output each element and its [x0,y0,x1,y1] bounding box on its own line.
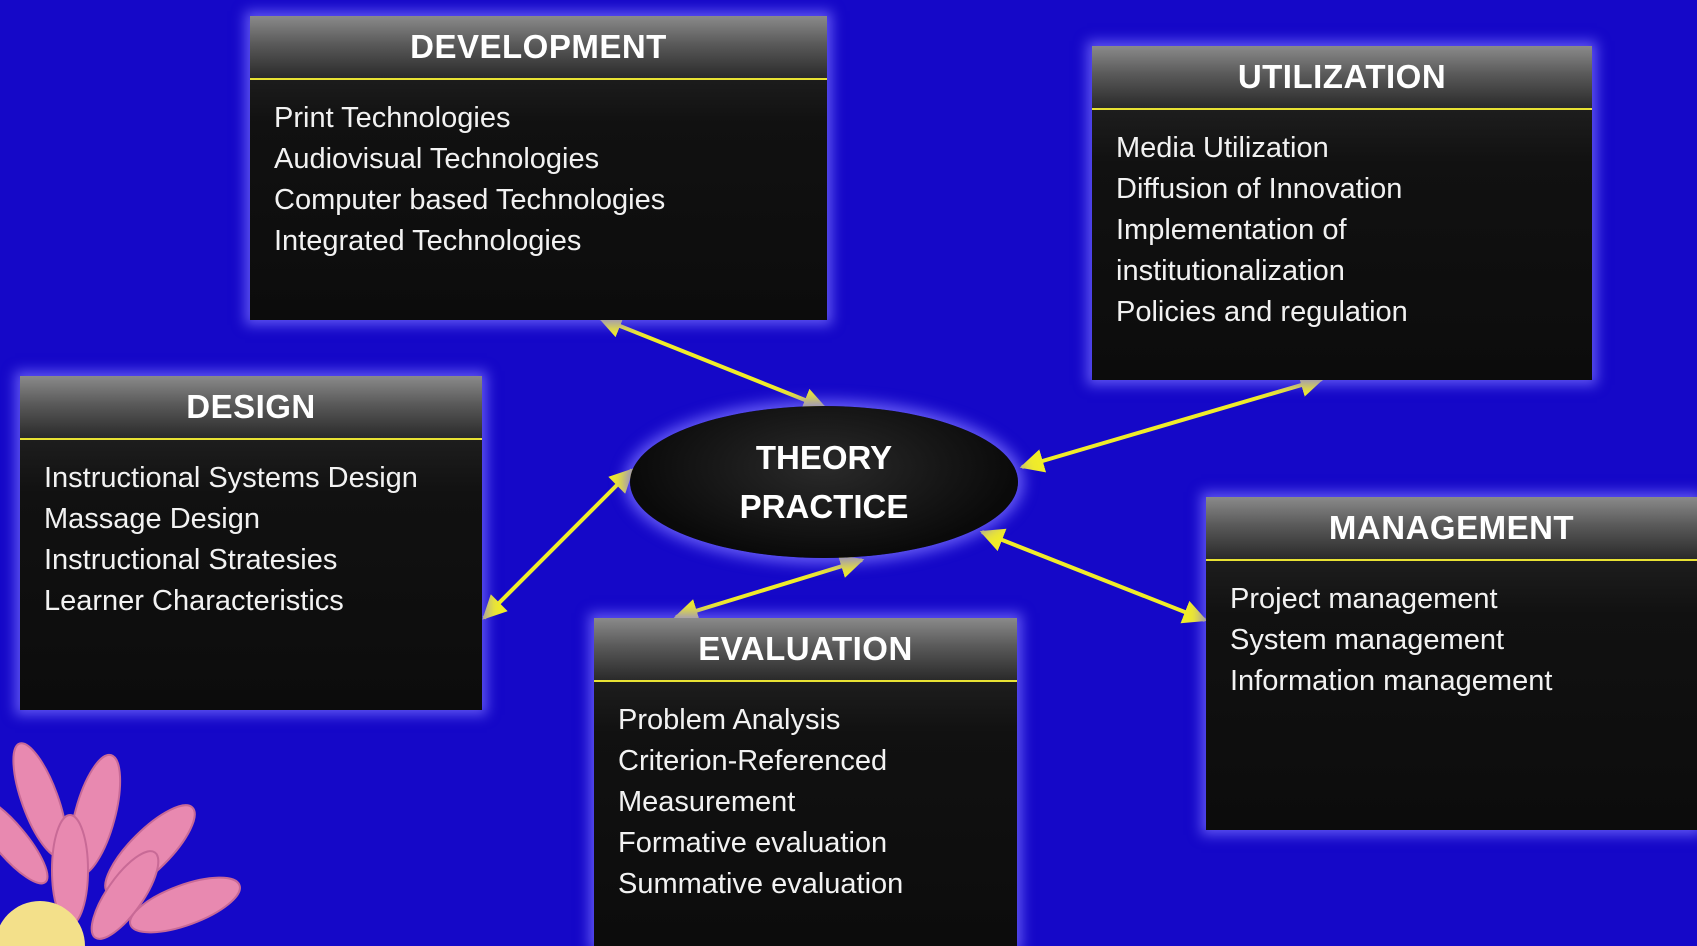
list-item: Criterion-Referenced [618,745,888,777]
list-item: Instructional Stratesies [44,544,338,576]
list-item: System management [1230,624,1505,656]
list-item: Integrated Technologies [274,225,582,257]
list-item: Implementation of [1116,214,1347,246]
arrow-evaluation [673,554,865,623]
list-item: Information management [1230,665,1553,697]
list-item: Massage Design [44,503,260,535]
center-line-1: THEORY [755,439,893,476]
list-item: Diffusion of Innovation [1116,173,1403,205]
arrow-management [979,528,1208,624]
flower-decoration [0,742,241,946]
list-item: Problem Analysis [618,704,841,736]
utilization-box: UTILIZATION Media Utilization Diffusion … [1092,46,1592,380]
arrow-utilization [1019,373,1325,473]
list-item: institutionalization [1116,255,1345,287]
list-item: Project management [1230,583,1498,615]
list-item: Audiovisual Technologies [274,143,600,175]
list-item: Summative evaluation [618,868,904,900]
list-item: Learner Characteristics [44,585,344,617]
management-box: MANAGEMENT Project management System man… [1206,497,1697,830]
list-item: Formative evaluation [618,827,888,859]
arrow-design [482,468,634,620]
center-line-2: PRACTICE [739,488,909,525]
list-item: Policies and regulation [1116,296,1408,328]
evaluation-box: EVALUATION Problem Analysis Criterion-Re… [594,618,1017,946]
list-item: Media Utilization [1116,132,1329,164]
arrow-development [597,314,828,412]
design-box: DESIGN Instructional Systems Design Mass… [20,376,482,710]
development-box: DEVELOPMENT Print Technologies Audiovisu… [250,16,827,320]
utilization-title: UTILIZATION [1092,46,1592,110]
list-item: Computer based Technologies [274,184,666,216]
list-item: Measurement [618,786,796,818]
management-title: MANAGEMENT [1206,497,1697,561]
design-title: DESIGN [20,376,482,440]
development-title: DEVELOPMENT [250,16,827,80]
theory-practice-node: THEORY PRACTICE [630,406,1018,558]
list-item: Print Technologies [274,102,511,134]
list-item: Instructional Systems Design [44,462,418,494]
evaluation-title: EVALUATION [594,618,1017,682]
